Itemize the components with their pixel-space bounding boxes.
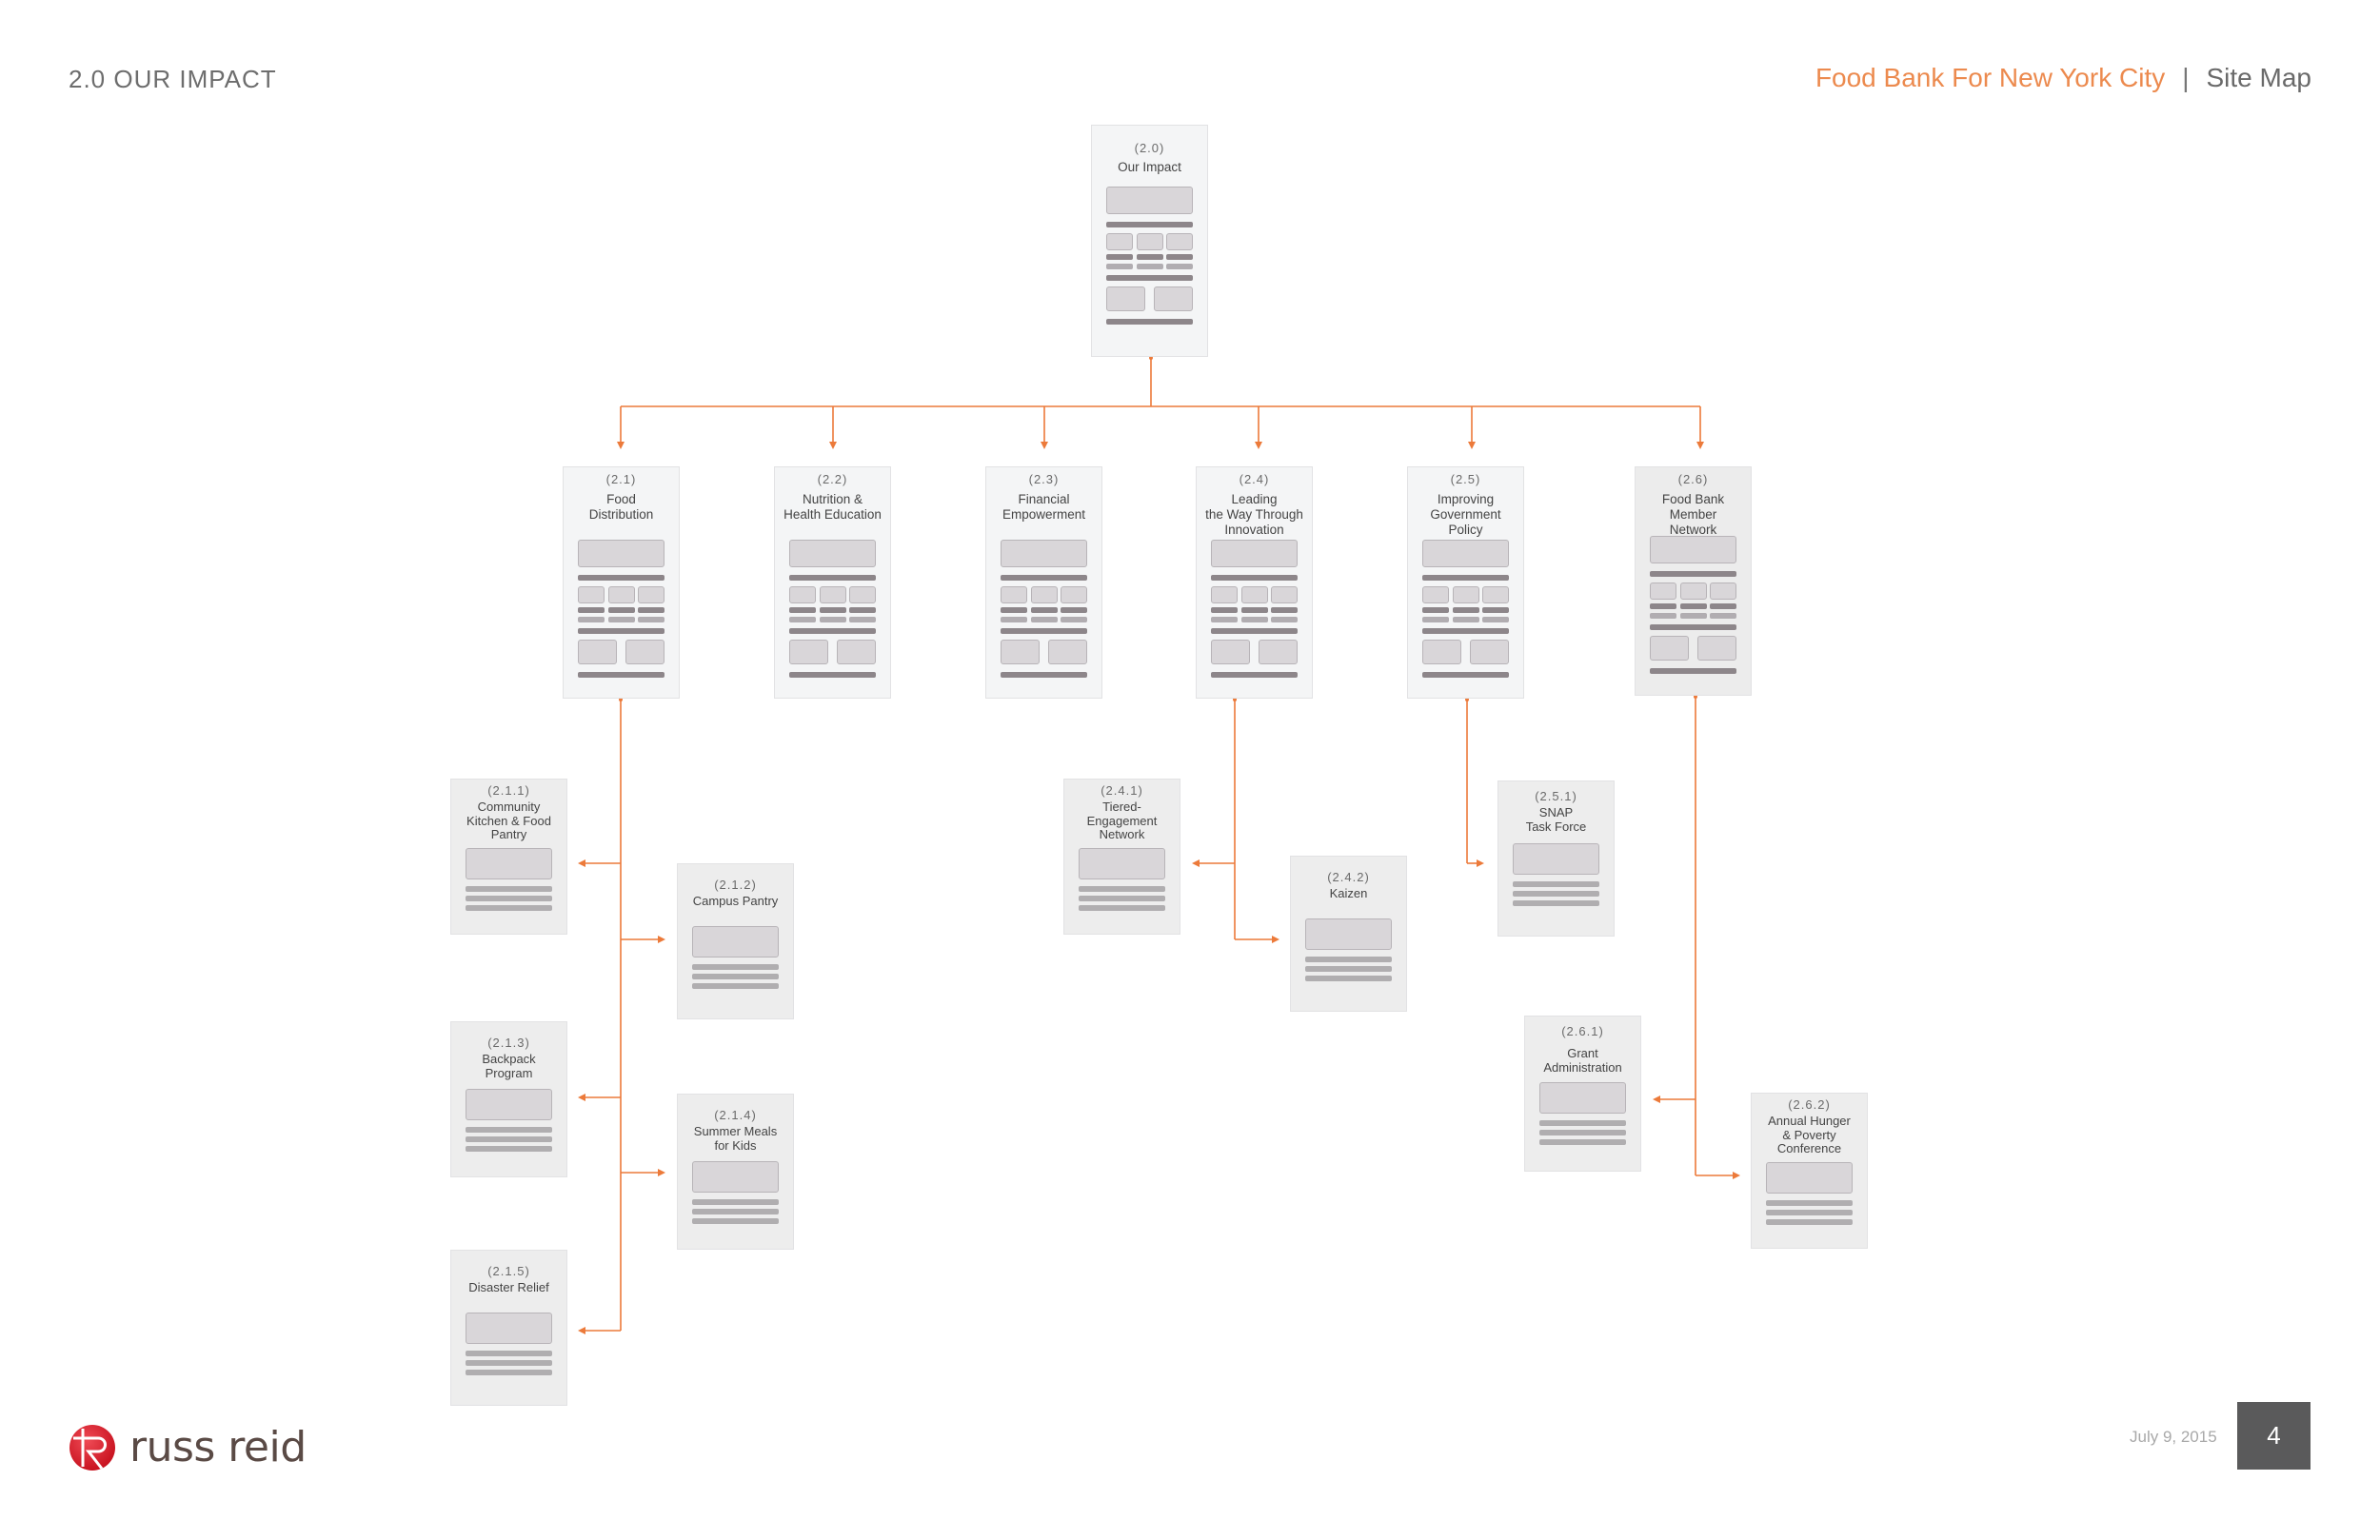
wireframe-thumbnail [578,540,664,678]
wireframe-thumbnail [466,847,552,911]
page-title: Nutrition & Health Education [783,492,882,522]
page-title: Leading the Way Through Innovation [1205,492,1303,537]
document-type: Site Map [2206,63,2312,92]
page-number-label: (2.2) [817,472,848,486]
page-card-2-6[interactable]: (2.6) Food Bank Member Network [1635,466,1752,696]
wireframe-thumbnail [1079,847,1165,911]
page-title: Annual Hunger & Poverty Conference [1768,1114,1851,1155]
wireframe-thumbnail [1539,1082,1626,1145]
page-number-label: (2.0) [1134,141,1165,155]
page-number-label: (2.4.1) [1101,783,1143,798]
page-title: SNAP Task Force [1525,805,1587,834]
page-card-2-1-2[interactable]: (2.1.2) Campus Pantry [677,863,794,1019]
page-title: Food Distribution [588,492,654,522]
logo-text: russ reid [129,1423,307,1471]
page-card-2-1-5[interactable]: (2.1.5) Disaster Relief [450,1250,567,1406]
page-number: 4 [2237,1402,2311,1470]
wireframe-thumbnail [1211,540,1298,678]
page-title: Backpack Program [482,1052,536,1080]
wireframe-thumbnail [789,540,876,678]
wireframe-thumbnail [1513,843,1599,906]
page-title: Summer Meals for Kids [693,1124,778,1153]
page-card-2-6-1[interactable]: (2.6.1) Grant Administration [1524,1016,1641,1172]
wireframe-thumbnail [692,925,779,989]
page-card-2-4[interactable]: (2.4) Leading the Way Through Innovation [1196,466,1313,699]
page-card-2-2[interactable]: (2.2) Nutrition & Health Education [774,466,891,699]
logo-r-icon [69,1425,115,1471]
page-card-2-4-2[interactable]: (2.4.2) Kaizen [1290,856,1407,1012]
page-card-2-4-1[interactable]: (2.4.1) Tiered- Engagement Network [1063,779,1180,935]
wireframe-thumbnail [692,1161,779,1224]
page-number-label: (2.6) [1677,472,1709,486]
page-card-2-6-2[interactable]: (2.6.2) Annual Hunger & Poverty Conferen… [1751,1093,1868,1249]
page-title: Kaizen [1329,886,1368,900]
page-number-label: (2.1.2) [714,878,757,892]
page-number-label: (2.6.2) [1788,1097,1831,1112]
wireframe-thumbnail [1766,1161,1853,1225]
page-title: Financial Empowerment [1002,492,1086,522]
page-title: Improving Government Policy [1430,492,1501,537]
page-number-label: (2.1) [605,472,637,486]
page-card-2-3[interactable]: (2.3) Financial Empowerment [985,466,1102,699]
page-card-2-5[interactable]: (2.5) Improving Government Policy [1407,466,1524,699]
document-date: July 9, 2015 [2130,1428,2217,1446]
page-number-label: (2.4) [1239,472,1270,486]
wireframe-thumbnail [1422,540,1509,678]
page-number-label: (2.5) [1450,472,1481,486]
page-title: Food Bank Member Network [1661,492,1725,537]
client-name: Food Bank For New York City [1815,63,2166,92]
page-card-2-1-1[interactable]: (2.1.1) Community Kitchen & Food Pantry [450,779,567,935]
page-title: Campus Pantry [692,894,779,908]
wireframe-thumbnail [466,1312,552,1375]
page-card-2-1-4[interactable]: (2.1.4) Summer Meals for Kids [677,1094,794,1250]
section-title: 2.0 OUR IMPACT [69,65,277,93]
page-number-label: (2.1.1) [487,783,530,798]
page-title: Community Kitchen & Food Pantry [466,800,551,841]
wireframe-thumbnail [466,1089,552,1152]
page-number-label: (2.3) [1028,472,1060,486]
page-title: Tiered- Engagement Network [1086,800,1158,841]
wireframe-thumbnail [1305,918,1392,981]
page-card-2-0[interactable]: (2.0) Our Impact [1091,125,1208,357]
page-title: Grant Administration [1543,1046,1622,1075]
document-header: Food Bank For New York City | Site Map [1815,63,2311,93]
page-number-label: (2.1.4) [714,1108,757,1122]
page-title: Our Impact [1118,160,1181,174]
page-card-2-5-1[interactable]: (2.5.1) SNAP Task Force [1497,780,1615,937]
header-separator: | [2182,63,2190,92]
page-card-2-1[interactable]: (2.1) Food Distribution [563,466,680,699]
russ-reid-logo: russ reid [69,1425,307,1471]
wireframe-thumbnail [1001,540,1087,678]
page-number-label: (2.4.2) [1327,870,1370,884]
wireframe-thumbnail [1106,187,1193,325]
page-number-label: (2.1.5) [487,1264,530,1278]
page-card-2-1-3[interactable]: (2.1.3) Backpack Program [450,1021,567,1177]
page-number-label: (2.6.1) [1561,1024,1604,1038]
page-number-label: (2.1.3) [487,1036,530,1050]
page-number-label: (2.5.1) [1535,789,1577,803]
page-title: Disaster Relief [468,1280,549,1294]
wireframe-thumbnail [1650,536,1736,674]
